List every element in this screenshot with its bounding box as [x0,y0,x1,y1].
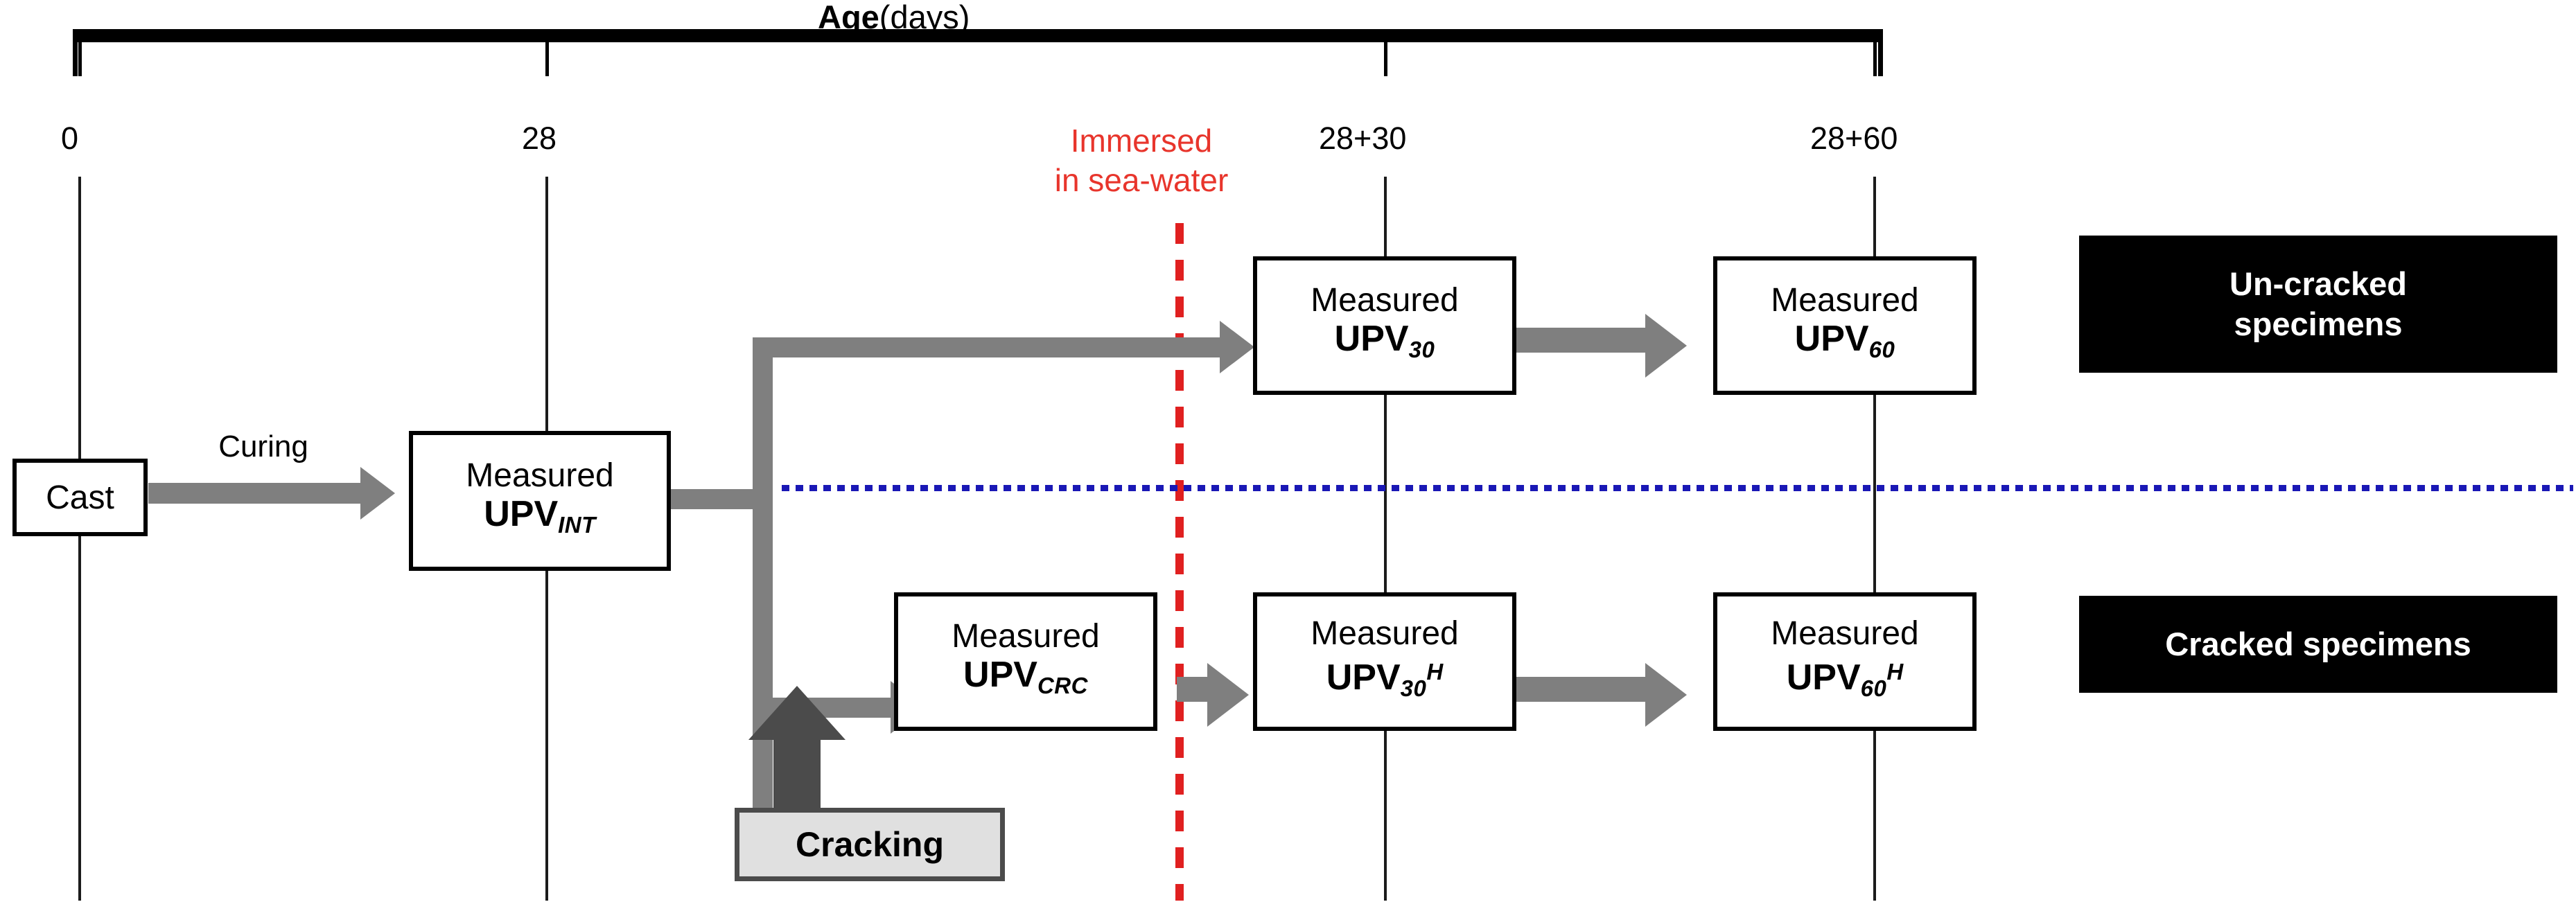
box-measured-upv-60[interactable]: Measured UPV60 [1713,256,1977,395]
upv-text: UPV [1326,657,1401,698]
arrow-cast-to-int-body [148,483,363,504]
box-measured-upv-crc[interactable]: Measured UPVCRC [894,592,1157,731]
timeline-vertical-28-60 [1873,177,1876,901]
tick-label-28-30: 28+30 [1319,121,1407,156]
timeline-vertical-0 [78,177,81,901]
axis-title-bold: Age [818,0,879,35]
box-measured-upv-int[interactable]: Measured UPVINT [409,431,671,571]
measured-label: Measured [1311,615,1459,653]
legend-cracked-label: Cracked specimens [2165,626,2471,662]
immersed-label-line2: in sea-water [1054,162,1229,198]
axis-cap-right [1878,29,1883,76]
upv-subscript-int: INT [558,511,596,538]
upv-60-label: UPV60 [1795,319,1895,369]
measured-label: Measured [466,457,614,495]
tick-mark-28-60 [1873,38,1877,76]
branch-stem [667,489,757,509]
upv-subscript-60: 60 [1860,675,1887,701]
branch-vertical [753,337,773,856]
tick-label-28-60: 28+60 [1810,121,1898,156]
legend-cracked-specimens: Cracked specimens [2079,596,2557,693]
upv-subscript-30: 30 [1408,336,1435,362]
specimen-group-divider [782,485,2573,491]
cracking-label: Cracking [796,825,944,864]
immersion-dashed-line [1175,223,1184,901]
upv-superscript-h: H [1426,659,1444,685]
timeline-vertical-28-30 [1384,177,1387,901]
cracking-arrow-shaft [773,736,821,809]
tick-mark-28 [545,38,549,76]
cast-label: Cast [46,479,114,516]
cracking-arrow-head [748,686,845,740]
measured-label: Measured [1771,282,1919,319]
immersed-label: Immersed in sea-water [992,121,1290,200]
legend-uncracked-specimens: Un-cracked specimens [2079,236,2557,373]
tick-label-0: 0 [61,121,79,156]
axis-cap-left [73,29,78,76]
axis-title-unit: (days) [879,0,970,35]
upv-subscript-30: 30 [1400,675,1427,701]
upv-text: UPV [1334,319,1409,360]
axis-title: Age(days) [818,0,1234,35]
legend-uncracked-line1: Un-cracked [2229,265,2407,302]
measured-label: Measured [1771,615,1919,653]
box-measured-upv-60h[interactable]: Measured UPV60H [1713,592,1977,731]
upv-text: UPV [1794,319,1869,360]
box-measured-upv-30h[interactable]: Measured UPV30H [1253,592,1516,731]
age-axis-bar [73,29,1883,42]
upv-crc-label: UPVCRC [963,655,1088,705]
arrow-to-upv30-body [753,337,1224,357]
curing-label: Curing [218,430,308,463]
upv-int-label: UPVINT [484,495,596,545]
arrow-upv30h-to-upv60h-head [1645,663,1687,727]
tick-mark-0 [78,38,82,76]
upv-superscript-h: H [1886,659,1904,685]
upv-subscript-60: 60 [1868,336,1895,362]
upv-30-label: UPV30 [1335,319,1435,369]
tick-label-28: 28 [522,121,557,156]
box-cast[interactable]: Cast [12,459,148,536]
legend-uncracked-line2: specimens [2234,306,2403,342]
immersed-label-line1: Immersed [1070,123,1213,159]
upv-30h-label: UPV30H [1326,653,1443,708]
upv-text: UPV [484,494,559,535]
cracking-box[interactable]: Cracking [735,808,1005,881]
arrow-upvcrc-to-upv30h-body [1177,677,1213,702]
arrow-upv30-to-upv60-head [1645,314,1687,378]
upv-60h-label: UPV60H [1787,653,1903,708]
measured-label: Measured [952,618,1100,655]
arrow-to-upv30-head [1220,321,1254,373]
upv-subscript-crc: CRC [1037,672,1088,698]
arrow-cast-to-int-head [360,467,395,520]
upv-text: UPV [1786,657,1861,698]
upv-text: UPV [963,655,1037,696]
measured-label: Measured [1311,282,1459,319]
arrow-upvcrc-to-upv30h-head [1207,663,1249,727]
tick-mark-28-30 [1384,38,1387,76]
box-measured-upv-30[interactable]: Measured UPV30 [1253,256,1516,395]
